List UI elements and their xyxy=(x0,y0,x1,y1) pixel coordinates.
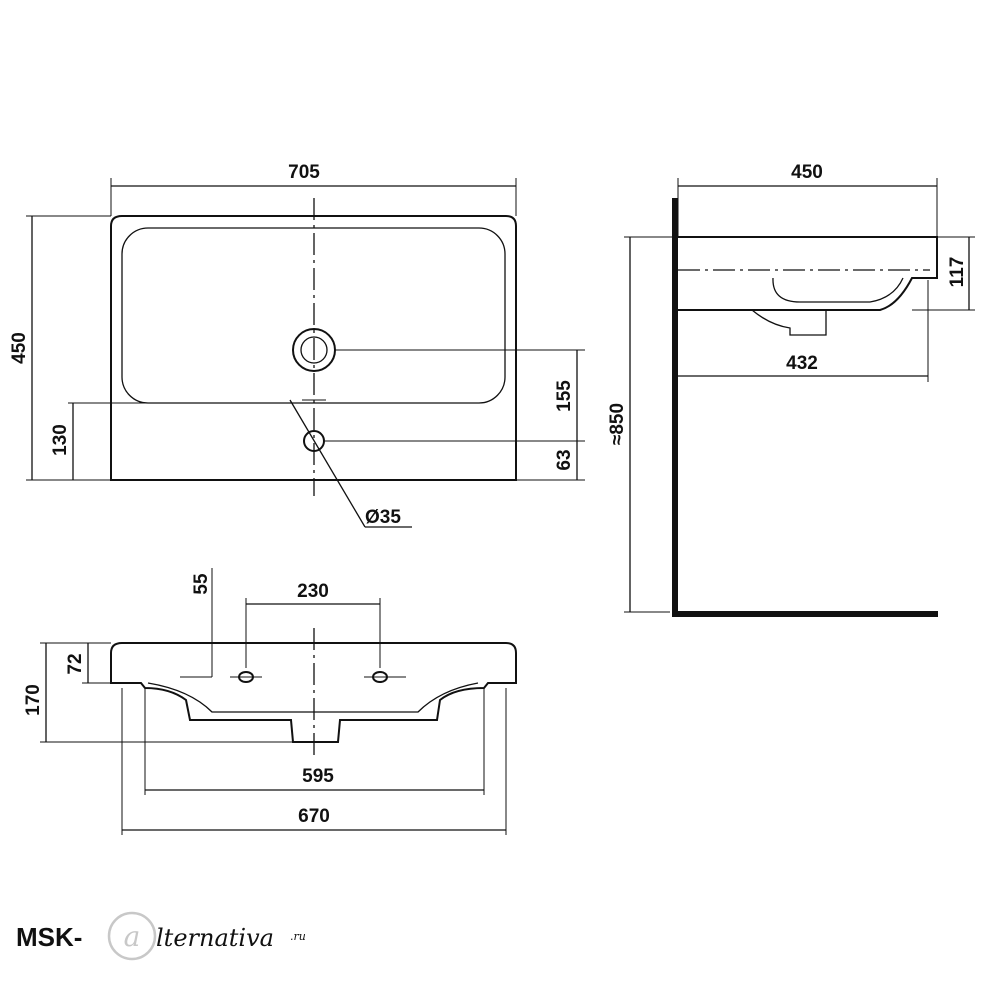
watermark-at-letter: a xyxy=(124,920,141,953)
watermark-script: lternativa xyxy=(156,924,274,952)
dim-width-705: 705 xyxy=(288,162,320,183)
front-bowl-curve xyxy=(147,682,479,713)
watermark-brand: MSK- xyxy=(16,922,82,952)
side-bowl-curve xyxy=(772,277,904,303)
dim-outer-width-670: 670 xyxy=(298,806,330,827)
dim-inner-width-595: 595 xyxy=(302,766,334,787)
dim-install-850: ≈850 xyxy=(607,403,628,445)
dim-rim-55: 55 xyxy=(191,573,212,595)
dim-projection-432: 432 xyxy=(786,353,818,374)
wall-line xyxy=(672,198,938,617)
dim-hole-63: 63 xyxy=(554,449,575,470)
dim-hole-diameter: Ø35 xyxy=(365,507,401,528)
dim-height-170: 170 xyxy=(23,684,44,716)
front-view: 230 55 72 170 595 670 xyxy=(23,568,517,835)
dim-overflow-72: 72 xyxy=(65,653,86,674)
drain-inner-icon xyxy=(300,336,328,364)
side-siphon xyxy=(751,309,827,336)
dim-drain-155: 155 xyxy=(554,380,575,412)
dim-depth-450: 450 xyxy=(9,332,30,364)
dim-overflow-130: 130 xyxy=(50,424,71,456)
watermark-at-icon xyxy=(107,911,157,961)
dim-hole-spacing-230: 230 xyxy=(297,581,329,602)
front-view-outline xyxy=(110,642,517,743)
leader-35 xyxy=(289,399,366,528)
watermark-domain: .ru xyxy=(290,930,306,943)
watermark-logo: MSK- a lternativa .ru xyxy=(16,911,306,961)
side-view-outline xyxy=(678,236,938,311)
side-view: 450 117 432 ≈850 xyxy=(607,162,975,617)
top-view: 705 450 130 155 63 Ø35 xyxy=(9,162,585,528)
dim-side-depth-450: 450 xyxy=(791,162,823,183)
dim-height-117: 117 xyxy=(947,257,968,288)
